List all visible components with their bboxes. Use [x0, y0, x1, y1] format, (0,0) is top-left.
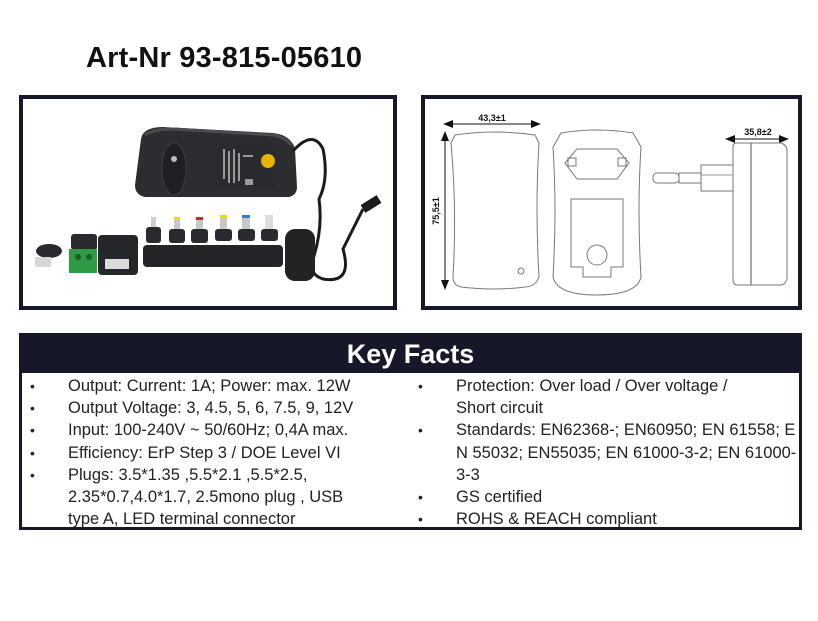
bullet-icon: •	[30, 378, 35, 394]
product-photo	[35, 127, 382, 282]
fact-input: • Input: 100-240V ~ 50/60Hz; 0,4A max.	[22, 419, 417, 441]
article-number-title: Art-Nr 93-815-05610	[86, 42, 363, 74]
fact-text: Output Voltage: 3, 4.5, 5, 6, 7.5, 9, 12…	[68, 399, 354, 418]
depth-dimension-label: 35,8±2	[744, 127, 771, 137]
bullet-icon: •	[418, 489, 423, 506]
fact-text: Output: Current: 1A; Power: max. 12W	[68, 377, 351, 395]
technical-drawing: 43,3±1 75,5±1 35,8±2	[431, 113, 789, 296]
fact-gs-certified: • GS certified	[410, 486, 802, 508]
fact-text: Standards: EN62368-; EN60950; EN 61558; …	[456, 421, 797, 484]
bullet-icon: •	[30, 444, 35, 461]
fact-text: Plugs: 3.5*1.35 ,5.5*2.1 ,5.5*2.5, 2.35*…	[68, 465, 344, 529]
bullet-icon: •	[30, 422, 35, 439]
height-dimension-label: 75,5±1	[431, 197, 441, 224]
fact-text: ROHS & REACH compliant	[456, 510, 657, 529]
fact-output-current: • Output: Current: 1A; Power: max. 12W	[22, 375, 417, 397]
bullet-icon: •	[30, 466, 35, 483]
bullet-icon: •	[418, 378, 423, 394]
key-facts-left-column: • Output: Current: 1A; Power: max. 12W •…	[22, 375, 417, 530]
bullet-icon: •	[418, 511, 423, 528]
fact-protection: • Protection: Over load / Over voltage /…	[410, 375, 802, 419]
bullet-icon: •	[30, 400, 35, 417]
fact-output-voltage: • Output Voltage: 3, 4.5, 5, 6, 7.5, 9, …	[22, 397, 417, 419]
bullet-icon: •	[418, 422, 423, 439]
key-facts-heading: Key Facts	[22, 336, 799, 373]
key-facts-box: Key Facts • Output: Current: 1A; Power: …	[19, 333, 802, 530]
fact-rohs-reach: • ROHS & REACH compliant	[410, 508, 802, 530]
fact-efficiency: • Efficiency: ErP Step 3 / DOE Level VI	[22, 442, 417, 464]
width-dimension-label: 43,3±1	[478, 113, 505, 123]
fact-text: Protection: Over load / Over voltage / S…	[456, 377, 728, 418]
fact-text: Efficiency: ErP Step 3 / DOE Level VI	[68, 443, 341, 462]
technical-drawing-frame: 43,3±1 75,5±1 35,8±2	[421, 95, 802, 310]
key-facts-right-column: • Protection: Over load / Over voltage /…	[410, 375, 802, 530]
fact-plugs: • Plugs: 3.5*1.35 ,5.5*2.1 ,5.5*2.5, 2.3…	[22, 464, 417, 531]
fact-text: GS certified	[456, 488, 543, 507]
fact-standards: • Standards: EN62368-; EN60950; EN 61558…	[410, 419, 802, 486]
product-photo-frame	[19, 95, 397, 310]
fact-text: Input: 100-240V ~ 50/60Hz; 0,4A max.	[68, 421, 349, 440]
